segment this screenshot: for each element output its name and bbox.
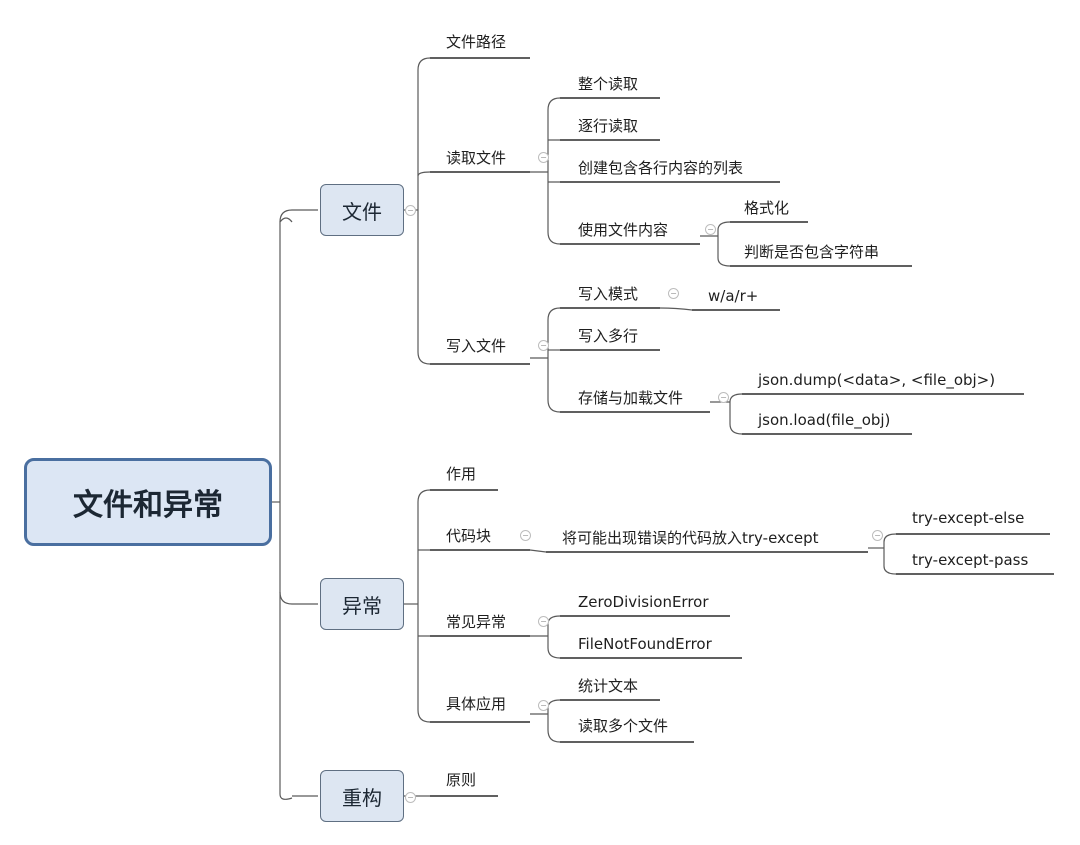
node-read-whole[interactable]: 整个读取: [578, 75, 639, 93]
node-use-content[interactable]: 使用文件内容: [578, 221, 669, 239]
node-try-except-pass[interactable]: try-except-pass: [912, 551, 1029, 569]
collapse-store-toggle[interactable]: −: [718, 392, 729, 403]
collapse-mode-toggle[interactable]: −: [668, 288, 679, 299]
collapse-block-toggle[interactable]: −: [520, 530, 531, 541]
node-purpose[interactable]: 作用: [446, 465, 477, 483]
collapse-file-toggle[interactable]: −: [405, 205, 416, 216]
topic-exception[interactable]: 异常: [320, 578, 404, 630]
node-write-file[interactable]: 写入文件: [446, 337, 507, 355]
node-try-except-desc[interactable]: 将可能出现错误的代码放入try-except: [562, 529, 819, 547]
collapse-read-toggle[interactable]: −: [538, 152, 549, 163]
node-write-mode[interactable]: 写入模式: [578, 285, 639, 303]
collapse-write-toggle[interactable]: −: [538, 340, 549, 351]
node-count-text[interactable]: 统计文本: [578, 677, 639, 695]
node-principle[interactable]: 原则: [446, 771, 477, 789]
node-store-load[interactable]: 存储与加载文件: [578, 389, 684, 407]
topic-refactor[interactable]: 重构: [320, 770, 404, 822]
collapse-common-toggle[interactable]: −: [538, 616, 549, 627]
collapse-desc-toggle[interactable]: −: [872, 530, 883, 541]
node-file-not-found-error[interactable]: FileNotFoundError: [578, 635, 712, 653]
node-common-exceptions[interactable]: 常见异常: [446, 613, 507, 631]
node-zero-division-error[interactable]: ZeroDivisionError: [578, 593, 709, 611]
collapse-refactor-toggle[interactable]: −: [405, 792, 416, 803]
node-read-by-line[interactable]: 逐行读取: [578, 117, 639, 135]
node-write-multi[interactable]: 写入多行: [578, 327, 639, 345]
node-write-mode-value[interactable]: w/a/r+: [708, 287, 759, 305]
node-format[interactable]: 格式化: [744, 199, 790, 217]
node-line-list[interactable]: 创建包含各行内容的列表: [578, 159, 744, 177]
topic-file[interactable]: 文件: [320, 184, 404, 236]
node-json-dump[interactable]: json.dump(<data>, <file_obj>): [758, 371, 996, 389]
root-node[interactable]: 文件和异常: [24, 458, 272, 546]
node-json-load[interactable]: json.load(file_obj): [758, 411, 891, 429]
node-try-except-else[interactable]: try-except-else: [912, 509, 1025, 527]
node-application[interactable]: 具体应用: [446, 695, 507, 713]
node-read-file[interactable]: 读取文件: [446, 149, 507, 167]
collapse-apply-toggle[interactable]: −: [538, 700, 549, 711]
node-read-multiple-files[interactable]: 读取多个文件: [578, 717, 669, 735]
node-code-block[interactable]: 代码块: [446, 527, 492, 545]
collapse-use-toggle[interactable]: −: [705, 224, 716, 235]
node-file-path[interactable]: 文件路径: [446, 33, 507, 51]
node-contains-string[interactable]: 判断是否包含字符串: [744, 243, 880, 261]
